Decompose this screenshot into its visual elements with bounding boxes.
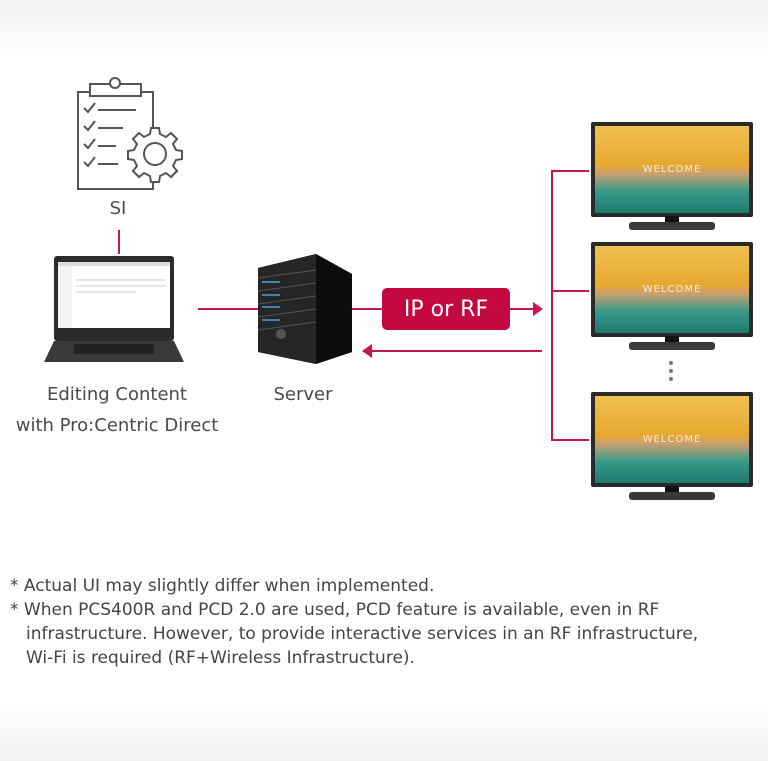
laptop-label-line2: with Pro:Centric Direct <box>15 415 219 436</box>
footnote-2-cont2: Wi-Fi is required (RF+Wireless Infrastru… <box>26 648 415 668</box>
si-connector <box>118 230 120 254</box>
arrow-right-icon <box>533 302 543 316</box>
si-label: SI <box>109 198 127 219</box>
distribution-bracket <box>551 170 553 441</box>
branch-1 <box>551 170 589 172</box>
branch-2 <box>551 290 589 292</box>
display-3: WELCOME <box>591 392 753 504</box>
ellipsis-dot <box>669 377 673 381</box>
ellipsis-dot <box>669 361 673 365</box>
arrow-left-icon <box>362 344 372 358</box>
screen-text: WELCOME <box>642 164 702 175</box>
screen-text: WELCOME <box>642 434 702 445</box>
display-2: WELCOME <box>591 242 753 354</box>
screen-text: WELCOME <box>642 284 702 295</box>
clipboard-checklist-gear-icon <box>77 77 183 190</box>
ellipsis-dot <box>669 369 673 373</box>
forward-arrow-line <box>510 308 536 310</box>
footnote-1: * Actual UI may slightly differ when imp… <box>10 576 435 596</box>
branch-3 <box>551 439 589 441</box>
server-label: Server <box>273 384 333 405</box>
footnote-2-cont: infrastructure. However, to provide inte… <box>26 624 699 644</box>
laptop-label-line1: Editing Content <box>46 384 187 405</box>
server-link-connector <box>352 308 382 310</box>
laptop-icon <box>44 256 184 362</box>
ip-or-rf-badge: IP or RF <box>382 288 510 330</box>
footnote-2: * When PCS400R and PCD 2.0 are used, PCD… <box>10 600 660 620</box>
laptop-server-connector <box>198 308 260 310</box>
display-1: WELCOME <box>591 122 753 234</box>
return-arrow-line <box>370 350 542 352</box>
server-tower-icon <box>258 254 352 364</box>
